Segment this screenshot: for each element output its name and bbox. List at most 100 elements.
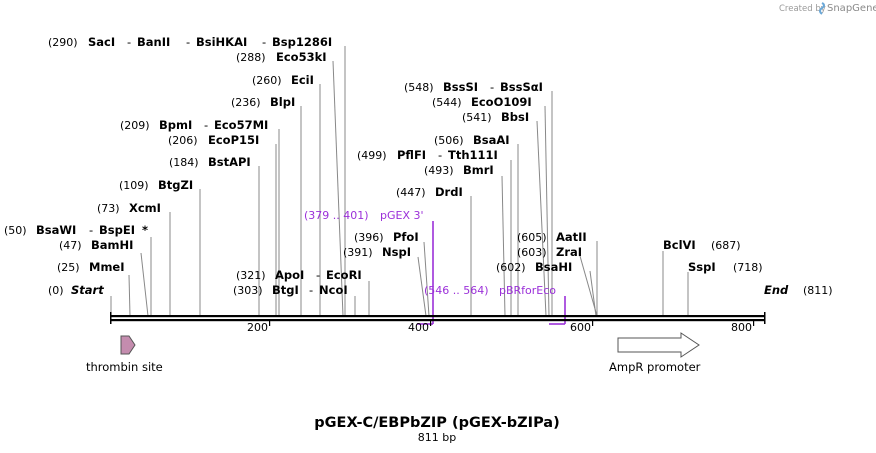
site-enzyme: BspEI [99,223,135,237]
ruler: 200 400 600 800 [247,320,755,334]
site-position: (544) [432,96,462,109]
site-position: (303) [233,284,263,297]
site-position: (396) [354,231,384,244]
ampr-promoter-arrow-icon [617,332,700,358]
site-enzyme: BclVI [663,238,696,252]
site-enzyme: PfoI [393,230,419,244]
site-enzyme: Bsp1286I [272,35,332,49]
site-enzyme: AatII [556,230,587,244]
site-bamHI-group: (47) BamHI [59,238,133,252]
site-enzyme: BbsI [501,110,529,124]
feature-label: thrombin site [86,360,163,374]
primer-range: (546 .. 564) [424,284,489,297]
site-separator: - [309,283,313,297]
site-aatII-group: (605) AatII [517,230,587,244]
site-mmeI-group: (25) MmeI [57,260,125,274]
primer-pbrforeco-label: (546 .. 564) pBRforEco [424,284,556,297]
ruler-tick-label: 600 [570,321,591,334]
site-enzyme: MmeI [89,260,125,274]
site-sacI-group: (290) SacI - BanII - BsiHKAI - Bsp1286I [48,35,332,49]
site-bpmI-group: (209) BpmI - Eco57MI [120,118,268,132]
site-position: (47) [59,239,82,252]
site-enzyme: Tth111I [448,148,498,162]
snapgene-logo-icon [819,2,825,15]
site-position: (288) [236,51,266,64]
site-bbsI-group: (541) BbsI [462,110,529,124]
primer-name: pGEX 3' [380,209,424,222]
site-position: (493) [424,164,454,177]
site-enzyme: BanII [137,35,170,49]
site-guide-lines [110,46,689,317]
site-bsaAI-group: (506) BsaAI [434,133,510,147]
site-position: (391) [343,246,373,259]
site-enzyme: SacI [88,35,115,49]
site-enzyme: BpmI [159,118,192,132]
end-position: (811) [803,284,833,297]
site-separator: - [204,118,208,132]
site-position: (687) [711,239,741,252]
site-position: (605) [517,231,547,244]
start-label: Start [71,283,104,297]
site-position: (50) [4,224,27,237]
site-separator: - [262,35,266,49]
site-bsaHI-group: (602) BsaHI [496,260,572,274]
site-btgZI-group: (109) BtgZI [119,178,193,192]
site-separator: - [127,35,131,49]
site-pfoI-group: (396) PfoI [354,230,419,244]
site-enzyme: BssSI [443,80,478,94]
site-nspI-group: (391) NspI [343,245,411,259]
site-position: (109) [119,179,149,192]
site-enzyme: BsaHI [535,260,572,274]
ruler-tick-label: 200 [247,321,268,334]
site-bmrI-group: (493) BmrI [424,163,494,177]
site-bssSI-group: (548) BssSI - BssSαI [404,80,543,94]
site-methylation-mark: * [142,223,148,237]
site-position: (541) [462,111,492,124]
site-separator: - [316,268,320,282]
start-position: (0) [48,284,64,297]
site-position: (206) [168,134,198,147]
site-enzyme: XcmI [129,201,161,215]
site-ecoO109I-group: (544) EcoO109I [432,95,532,109]
sequence-backbone [110,312,766,324]
site-position: (603) [517,246,547,259]
site-enzyme: BssSαI [500,80,543,94]
site-position: (290) [48,36,78,49]
feature-thrombin-site: thrombin site [86,335,163,374]
site-enzyme: BmrI [463,163,494,177]
site-zraI-group: (603) ZraI [517,245,582,259]
site-separator: - [89,223,93,237]
site-position: (73) [97,202,120,215]
site-enzyme: DrdI [435,185,463,199]
site-enzyme: BsaAI [473,133,510,147]
site-separator: - [438,148,442,162]
site-enzyme: ZraI [556,245,582,259]
site-xcmI-group: (73) XcmI [97,201,161,215]
feature-ampr-promoter: AmpR promoter [609,332,701,374]
site-enzyme: BlpI [270,95,295,109]
site-enzyme: EcoO109I [471,95,532,109]
site-enzyme: Eco57MI [214,118,268,132]
site-sspI-group: SspI (718) [688,260,763,274]
site-drdI-group: (447) DrdI [396,185,463,199]
site-blpI-group: (236) BlpI [231,95,295,109]
thrombin-site-arrow-icon [120,335,136,355]
site-enzyme: Eco53kI [276,50,327,64]
site-position: (209) [120,119,150,132]
site-position: (718) [733,261,763,274]
primer-range: (379 .. 401) [304,209,369,222]
site-btgI-group: (303) BtgI - NcoI [233,283,348,297]
primer-name: pBRforEco [499,284,556,297]
site-position: (321) [236,269,266,282]
site-enzyme: PflFI [397,148,426,162]
site-bsaWI-group: (50) BsaWI - BspEI * [4,223,148,237]
site-position: (184) [169,156,199,169]
site-position: (602) [496,261,526,274]
site-position: (447) [396,186,426,199]
site-enzyme: BsaWI [36,223,76,237]
map-length: 811 bp [418,431,456,444]
ruler-tick-label: 800 [731,321,752,334]
site-enzyme: SspI [688,260,716,274]
end-label: End [764,283,789,297]
